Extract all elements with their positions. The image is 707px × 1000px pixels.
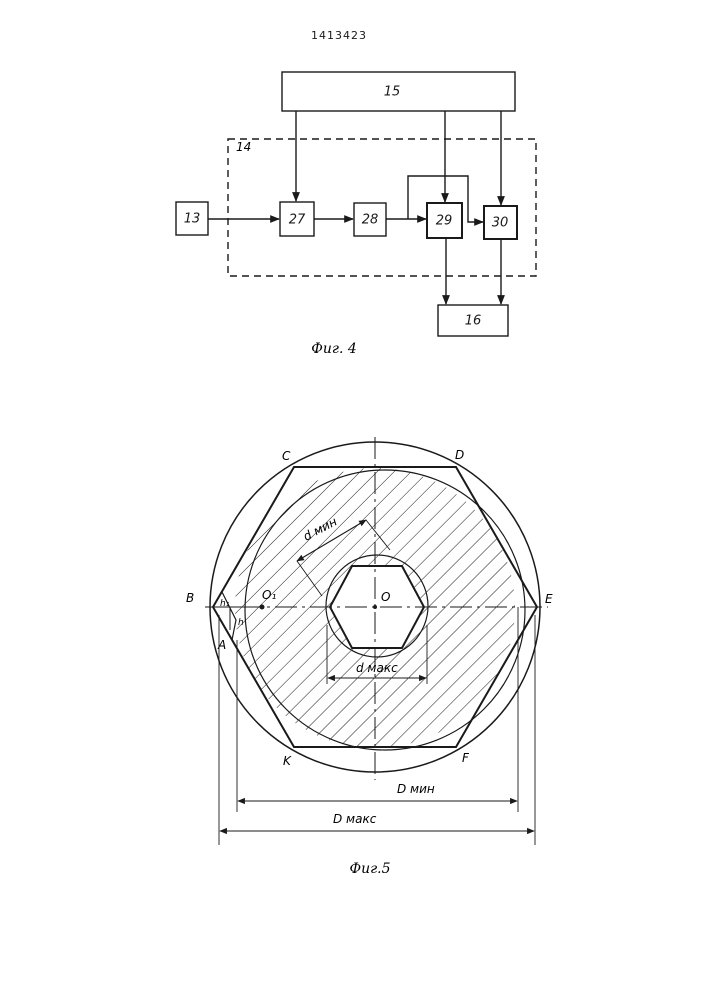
- block-27-label: 27: [289, 213, 306, 228]
- fig4-caption: Фиг. 4: [311, 341, 357, 357]
- block-15-label: 15: [384, 85, 401, 100]
- point-B: B: [186, 591, 194, 605]
- fig4-diagram: 15 13 27 28 29 30 16: [176, 72, 536, 336]
- dim-d-max: d макс: [356, 661, 398, 675]
- block-28: 28: [354, 203, 386, 236]
- dim-D-max: D макс: [333, 812, 377, 826]
- fig5-caption: Фиг.5: [349, 861, 390, 877]
- point-O1: O₁: [262, 588, 276, 602]
- point-K: K: [283, 754, 292, 768]
- point-O: O: [381, 590, 390, 604]
- point-D: D: [455, 448, 464, 462]
- dashed-block-14-label: 14: [236, 140, 251, 154]
- block-28-label: 28: [362, 213, 379, 228]
- point-C: C: [282, 449, 291, 463]
- dim-D-min: D мин: [397, 782, 435, 796]
- block-27: 27: [280, 202, 314, 236]
- block-30: 30: [484, 206, 517, 239]
- dashed-block-14: [228, 139, 536, 276]
- block-30-label: 30: [492, 216, 509, 231]
- block-16-label: 16: [465, 314, 482, 329]
- label-h: h: [238, 618, 244, 628]
- block-13: 13: [176, 202, 208, 235]
- block-29: 29: [427, 203, 462, 238]
- block-16: 16: [438, 305, 508, 336]
- fig5-diagram: [205, 437, 548, 845]
- label-h1: h₁: [220, 599, 230, 609]
- block-15: 15: [282, 72, 515, 111]
- point-E: E: [545, 592, 553, 606]
- point-F: F: [462, 751, 470, 765]
- block-29-label: 29: [436, 214, 453, 229]
- block-13-label: 13: [184, 212, 201, 227]
- point-A: A: [217, 638, 226, 652]
